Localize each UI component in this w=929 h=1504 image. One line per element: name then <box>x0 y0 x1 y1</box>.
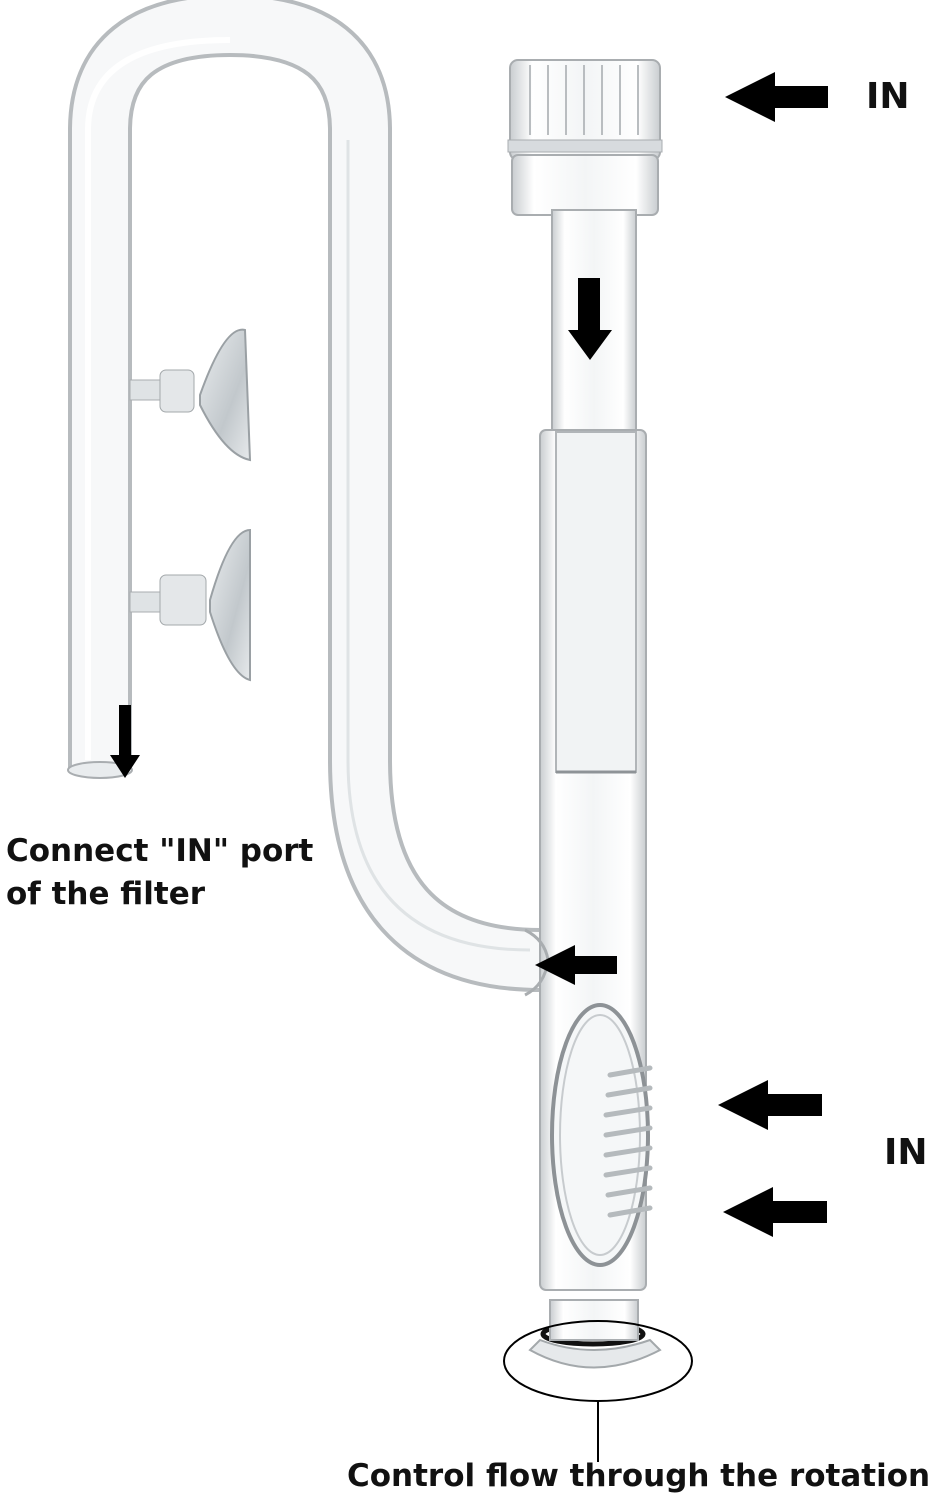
label-control-flow: Control flow through the rotation <box>347 1458 929 1494</box>
suction-cup-lower <box>129 528 251 682</box>
label-connect-in-port: Connect "IN" port of the filter <box>6 830 313 916</box>
arrow-left-top-icon <box>725 72 828 122</box>
suction-cup-upper <box>129 328 252 462</box>
arrow-left-upper-slot-icon <box>718 1080 822 1130</box>
label-connect-line2: of the filter <box>6 876 206 912</box>
arrow-down-inlet-icon <box>568 278 612 360</box>
glass-skimmer-column <box>507 59 663 1369</box>
arrow-down-outlet-icon <box>110 705 140 778</box>
arrow-left-lower-slot-icon <box>723 1187 827 1237</box>
label-connect-line1: Connect "IN" port <box>6 833 314 869</box>
label-in-right: IN <box>884 1132 928 1173</box>
label-in-top: IN <box>866 76 910 117</box>
glass-outflow-tube <box>67 0 541 992</box>
arrow-left-junction-icon <box>535 945 617 985</box>
